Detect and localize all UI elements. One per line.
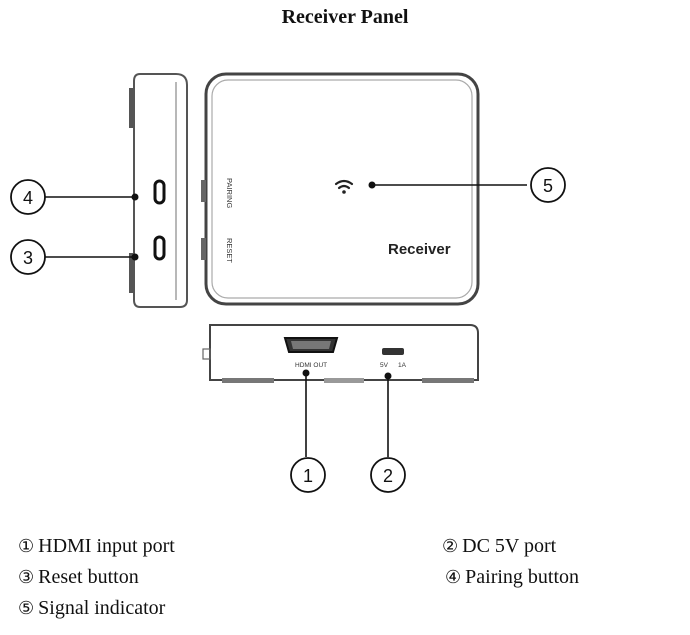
svg-text:5: 5 xyxy=(543,176,553,196)
wifi-icon xyxy=(334,179,354,194)
bottom-view: HDMI OUT 5V 1A xyxy=(202,324,479,383)
legend-number: ② xyxy=(442,536,459,557)
power-a-label: 1A xyxy=(398,362,407,369)
hdmi-out-label: HDMI OUT xyxy=(295,362,327,369)
power-v-label: 5V xyxy=(380,362,389,369)
callout-4: 4 xyxy=(10,179,46,215)
svg-text:2: 2 xyxy=(383,466,393,486)
callout-3: 3 xyxy=(10,239,46,275)
page-title: Receiver Panel xyxy=(281,6,409,28)
leader-lines xyxy=(45,184,527,457)
svg-text:3: 3 xyxy=(23,248,33,268)
callout-5: 5 xyxy=(530,167,566,203)
legend-text: Signal indicator xyxy=(38,597,166,619)
side-view xyxy=(129,73,188,308)
legend-number: ④ xyxy=(445,567,462,588)
svg-text:4: 4 xyxy=(23,188,33,208)
reset-button-slot xyxy=(153,235,166,261)
legend-text: DC 5V port xyxy=(462,535,557,557)
usb-port-shape xyxy=(382,348,404,355)
legend-text: Reset button xyxy=(38,566,139,588)
receiver-label: Receiver xyxy=(388,241,451,258)
pairing-button-slot xyxy=(153,179,166,205)
reset-label: RESET xyxy=(225,238,234,263)
pairing-label: PAIRING xyxy=(225,178,234,208)
legend-number: ③ xyxy=(18,567,35,588)
legend-text: Pairing button xyxy=(465,566,580,588)
legend-number: ⑤ xyxy=(18,598,35,619)
front-view: PAIRING RESET Receiver xyxy=(201,72,480,306)
callout-1: 1 xyxy=(290,457,326,493)
callout-2: 2 xyxy=(370,457,406,493)
legend-number: ① xyxy=(18,536,35,557)
legend-text: HDMI input port xyxy=(38,535,175,557)
svg-text:1: 1 xyxy=(303,466,313,486)
